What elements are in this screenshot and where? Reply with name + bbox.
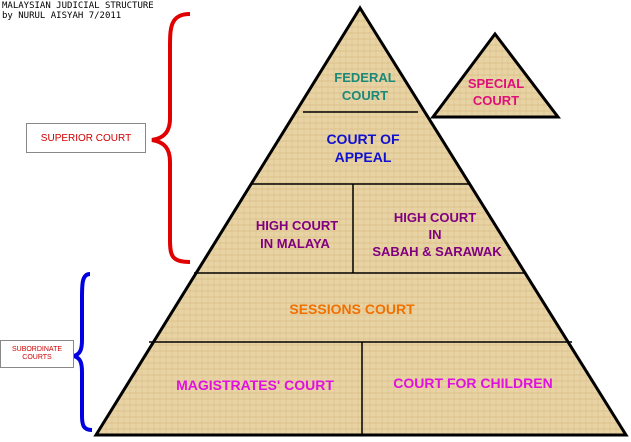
magistrates-court-label: MAGISTRATES' COURT <box>176 377 334 393</box>
subordinate-courts-line1: SUBORDINATE <box>11 346 63 353</box>
appeal-court-line2: APPEAL <box>335 149 392 165</box>
subordinate-courts-label: SUBORDINATE COURTS <box>0 340 74 368</box>
children-court-label: COURT FOR CHILDREN <box>393 375 552 391</box>
subordinate-courts-line2: COURTS <box>22 354 52 361</box>
pyramid-body <box>93 5 629 437</box>
sabah-court-line1: HIGH COURT <box>394 210 476 225</box>
credit-author: by NURUL AISYAH 7/2011 <box>2 11 122 21</box>
federal-court-line1: FEDERAL <box>334 70 395 85</box>
sabah-court-line2: IN <box>429 227 442 242</box>
subordinate-brace <box>67 272 93 432</box>
special-court-triangle <box>430 31 562 119</box>
credit-title: MALAYSIAN JUDICIAL STRUCTURE <box>2 1 154 11</box>
superior-court-label: SUPERIOR COURT <box>26 123 146 153</box>
malaya-court-line1: HIGH COURT <box>256 218 338 233</box>
superior-court-text: SUPERIOR COURT <box>40 132 132 144</box>
malaya-court-line2: IN MALAYA <box>260 236 330 251</box>
sabah-court-line3: SABAH & SARAWAK <box>372 244 502 259</box>
special-court-line1: SPECIAL <box>468 76 524 91</box>
superior-brace <box>151 12 191 264</box>
federal-court-line2: COURT <box>342 88 388 103</box>
sessions-court-label: SESSIONS COURT <box>289 301 415 317</box>
appeal-court-line1: COURT OF <box>326 131 400 147</box>
special-court-line2: COURT <box>473 93 519 108</box>
